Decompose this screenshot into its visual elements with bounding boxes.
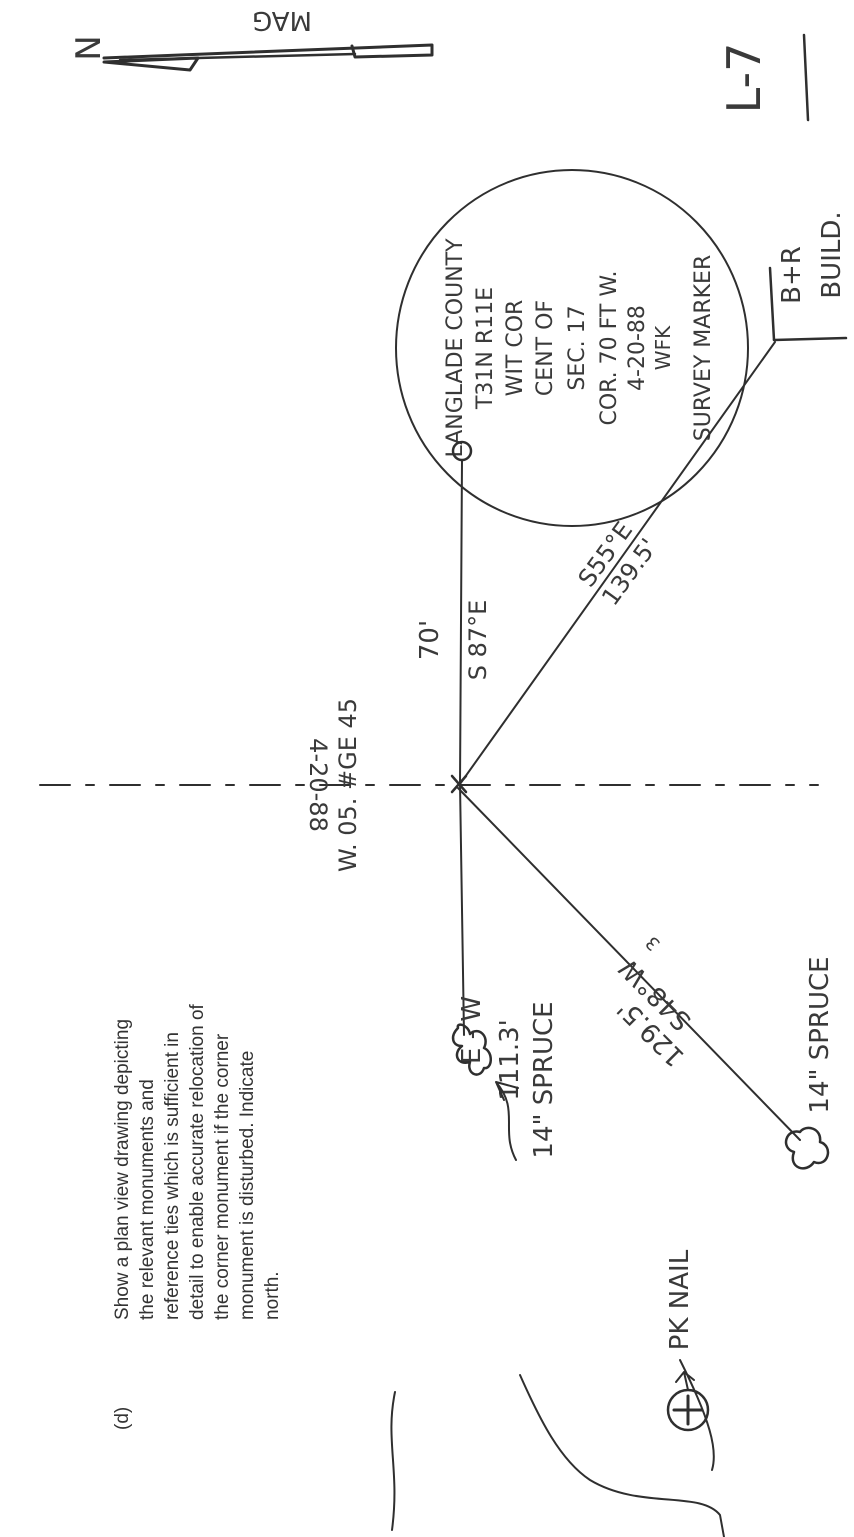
sheet-id: L-7 bbox=[717, 33, 810, 122]
west-tie-labels: E - W 111.3' 14" SPRUCE bbox=[457, 996, 559, 1159]
corner-note-line-2: W. 05. #GE 45 bbox=[334, 698, 362, 872]
tie-east-monument-icon bbox=[451, 440, 473, 462]
building-label-2: BUILD. bbox=[817, 211, 847, 298]
disk-line-6: COR. 70 FT W. bbox=[597, 270, 622, 425]
east-bearing: S 87°E bbox=[464, 600, 492, 681]
building: B+R BUILD. bbox=[768, 211, 848, 342]
instruction-block: (d) Show a plan view drawing depicting t… bbox=[112, 1003, 283, 1430]
pk-nail: PK NAIL bbox=[665, 1249, 710, 1432]
disk-line-2: T31N R11E bbox=[473, 287, 498, 410]
mag-label: MAG bbox=[252, 5, 312, 35]
instruction-line-2: the relevant monuments and bbox=[137, 1079, 158, 1320]
north-label: N bbox=[69, 35, 109, 60]
west-bearing: E - W bbox=[457, 996, 487, 1064]
southwest-spruce-icon bbox=[784, 1126, 830, 1170]
tie-line-northeast bbox=[459, 341, 776, 785]
tie-line-west bbox=[459, 783, 465, 1036]
tie-line-east bbox=[459, 459, 463, 785]
disk-line-5: SEC. 17 bbox=[565, 305, 590, 390]
disk-line-4: CENT OF bbox=[533, 300, 558, 396]
instruction-line-4: detail to enable accurate relocation of bbox=[187, 1003, 208, 1320]
instruction-line-3: reference ties which is sufficient in bbox=[162, 1032, 183, 1320]
instruction-line-1: Show a plan view drawing depicting bbox=[112, 1019, 133, 1320]
west-pointer-arrow-icon bbox=[495, 1081, 519, 1161]
disk-line-7: 4-20-88 bbox=[625, 305, 650, 391]
west-spruce-icon bbox=[451, 1023, 492, 1076]
survey-marker-disk: LANGLADE COUNTY T31N R11E WIT COR CENT O… bbox=[395, 169, 749, 527]
east-distance: 70' bbox=[415, 620, 445, 660]
pk-nail-label: PK NAIL bbox=[665, 1249, 695, 1350]
disk-line-9: SURVEY MARKER bbox=[691, 255, 716, 441]
tie-line-southwest bbox=[457, 787, 801, 1141]
east-tie-labels: 70' S 87°E bbox=[415, 600, 492, 681]
disk-line-8: WFK bbox=[651, 325, 675, 370]
disk-line-1: LANGLADE COUNTY bbox=[443, 238, 468, 458]
instruction-line-7: north. bbox=[262, 1271, 283, 1320]
road bbox=[390, 1359, 725, 1537]
disk-line-3: WIT COR bbox=[503, 300, 528, 397]
corner-note-line-1: 4-20-88 bbox=[304, 738, 332, 832]
instruction-line-6: monument is disturbed. Indicate bbox=[237, 1051, 258, 1320]
sheet-id-label: L-7 bbox=[717, 43, 771, 114]
corner-note: 4-20-88 W. 05. #GE 45 bbox=[304, 698, 362, 872]
instruction-label: (d) bbox=[112, 1407, 133, 1430]
instruction-line-5: the corner monument if the corner bbox=[212, 1033, 233, 1320]
north-arrow-icon: N MAG bbox=[69, 5, 434, 72]
southwest-minutes: 3 bbox=[642, 932, 665, 955]
west-object: 14" SPRUCE bbox=[529, 1001, 559, 1158]
building-label-1: B+R bbox=[777, 246, 807, 304]
southwest-object: 14" SPRUCE bbox=[805, 956, 835, 1113]
